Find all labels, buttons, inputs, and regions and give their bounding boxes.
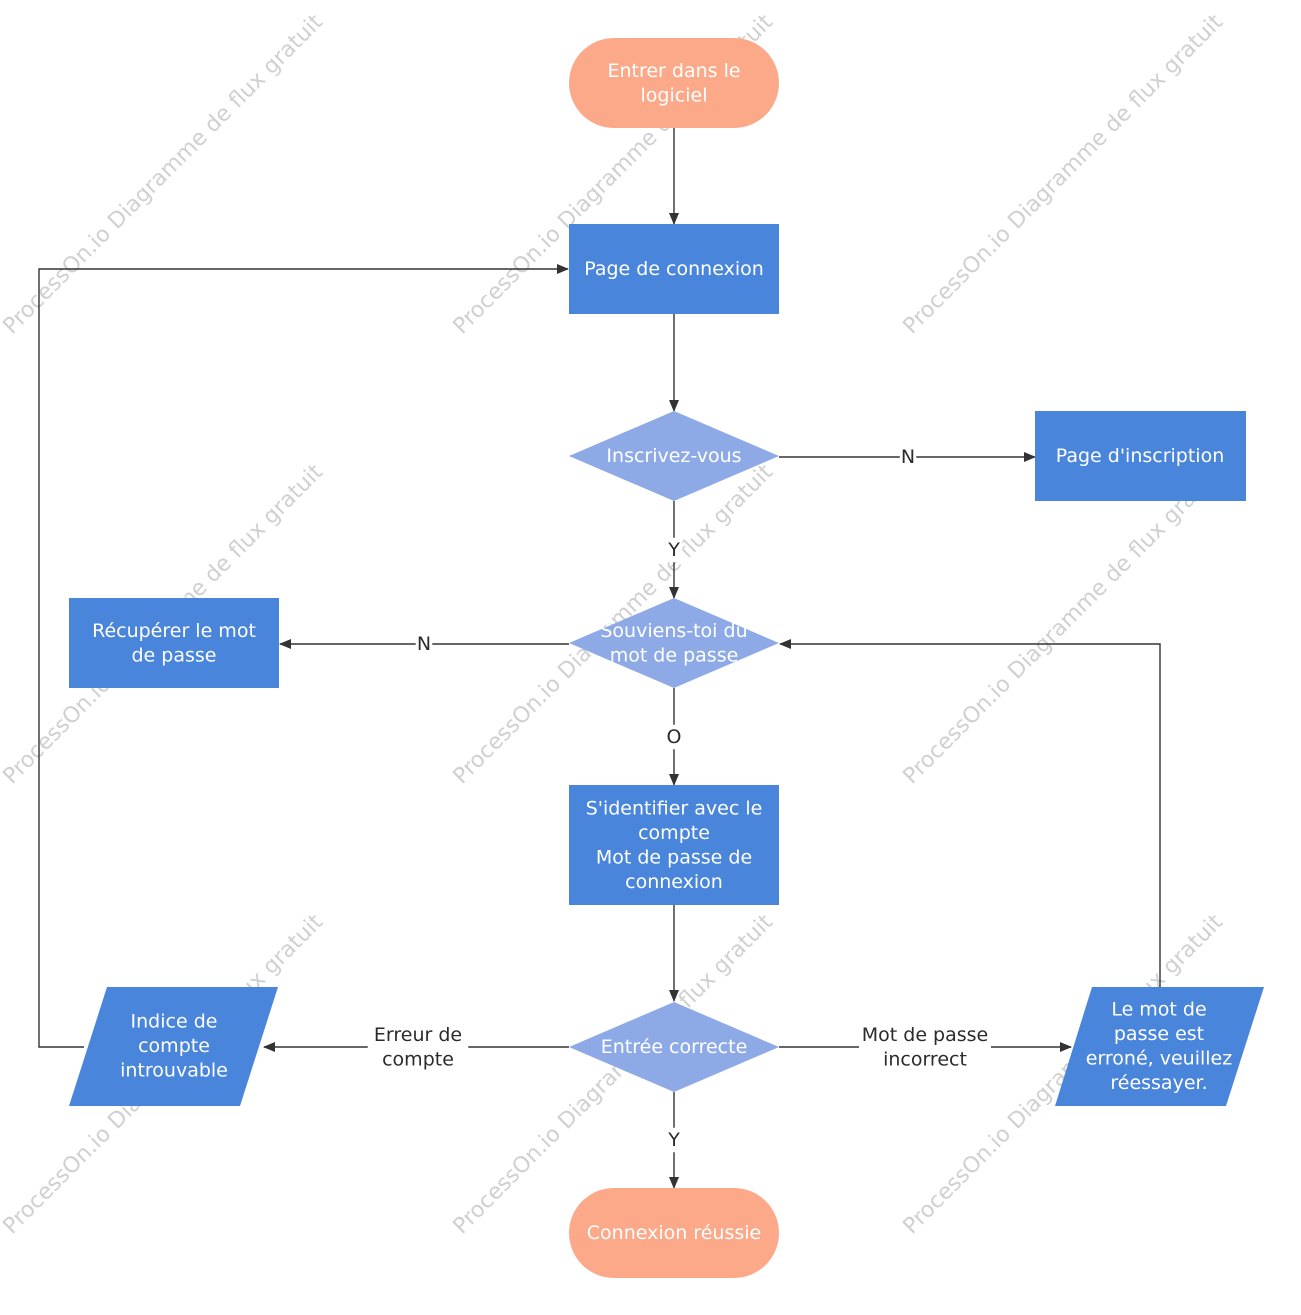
- node-label-line: Entrer dans le: [607, 60, 740, 82]
- node-label-line: Page d'inscription: [1056, 445, 1225, 467]
- edge-label-background: [665, 724, 683, 750]
- node-label: Entrée correcte: [601, 1036, 748, 1058]
- node-label-line: de passe: [132, 644, 217, 666]
- node-label-line: Récupérer le mot: [92, 620, 256, 642]
- node-label: Page de connexion: [584, 258, 764, 280]
- node-label-line: Inscrivez-vous: [606, 445, 741, 467]
- node-label-line: compte: [638, 822, 710, 844]
- node-label-line: réessayer.: [1110, 1072, 1207, 1094]
- node-label-line: Entrée correcte: [601, 1036, 748, 1058]
- login-page-process: Page de connexion: [569, 224, 779, 314]
- edge-label-background: [665, 537, 683, 563]
- node-label-line: compte: [138, 1035, 210, 1057]
- node-label-line: introuvable: [120, 1060, 228, 1082]
- node-label-line: logiciel: [641, 84, 708, 106]
- edge-label-line: incorrect: [883, 1048, 967, 1070]
- edge-wrong-password-loop: [779, 639, 1161, 988]
- success-terminal: Connexion réussie: [569, 1188, 779, 1278]
- watermark-text: ProcessOn.io Diagramme de flux gratuit: [899, 460, 1229, 790]
- edge-label-remember-no: N: [415, 631, 433, 657]
- edge-label-background: [665, 1127, 683, 1153]
- edge-label-line: Mot de passe: [862, 1024, 989, 1046]
- node-label-line: Le mot de: [1111, 998, 1206, 1020]
- edge-account-missing-loop: [38, 264, 569, 1048]
- edge-label-background: [415, 631, 433, 657]
- node-label-line: Page de connexion: [584, 258, 764, 280]
- edge-label-line: Y: [667, 539, 680, 561]
- input-correct-decision: Entrée correcte: [569, 1002, 779, 1092]
- node-label-line: passe est: [1114, 1023, 1204, 1045]
- node-label-line: Connexion réussie: [587, 1222, 761, 1244]
- edge-label-line: N: [417, 633, 431, 655]
- edge-label-line: O: [667, 726, 682, 748]
- node-label-line: S'identifier avec le: [586, 797, 763, 819]
- register-decision: Inscrivez-vous: [569, 411, 779, 501]
- edge-label-line: Erreur de: [374, 1024, 462, 1046]
- watermark-text: ProcessOn.io Diagramme de flux gratuit: [0, 10, 328, 340]
- edge-label-correct-yes: Y: [665, 1127, 683, 1153]
- node-label: Inscrivez-vous: [606, 445, 741, 467]
- edge-label-register-no: N: [899, 444, 917, 470]
- edge-label-line: N: [901, 446, 915, 468]
- node-label: Connexion réussie: [587, 1222, 761, 1244]
- edge-label-line: Y: [667, 1129, 680, 1151]
- edge-label-register-yes: Y: [665, 537, 683, 563]
- edge-label-line: compte: [382, 1048, 454, 1070]
- node-label-line: Indice de: [131, 1011, 218, 1033]
- edge-label-remember-yes: O: [665, 724, 683, 750]
- edge-label-background: [899, 444, 917, 470]
- node-label-line: erroné, veuillez: [1086, 1047, 1232, 1069]
- node-label-line: Souviens-toi du: [600, 620, 747, 642]
- register-page-process: Page d'inscription: [1035, 411, 1246, 501]
- node-label-line: Mot de passe de: [596, 846, 752, 868]
- watermark-text: ProcessOn.io Diagramme de flux gratuit: [899, 10, 1229, 340]
- node-label-line: connexion: [625, 871, 723, 893]
- node-label-line: mot de passe: [610, 644, 739, 666]
- edge-label-background: [859, 1022, 991, 1072]
- edge-label-background: [367, 1022, 469, 1072]
- node-label: Page d'inscription: [1056, 445, 1225, 467]
